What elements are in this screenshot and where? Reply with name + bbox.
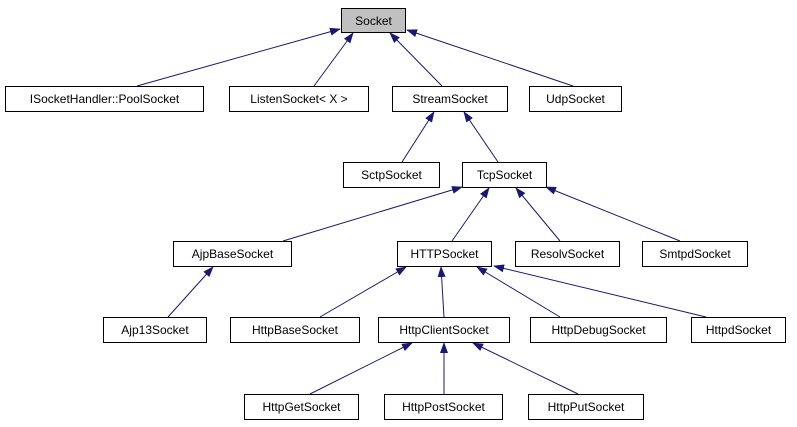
class-node-isockethandler-poolsocket[interactable]: ISocketHandler::PoolSocket [5, 86, 204, 112]
class-node-label: ISocketHandler::PoolSocket [29, 92, 180, 106]
inheritance-edge-ajp13socket-to-ajpbasesocket [167, 266, 214, 318]
class-node-sctpsocket[interactable]: SctpSocket [343, 162, 440, 188]
class-node-label: UdpSocket [546, 92, 605, 106]
class-node-httpgetsocket[interactable]: HttpGetSocket [244, 394, 359, 420]
inheritance-edge-ajpbasesocket-to-tcpsocket [282, 186, 463, 242]
class-node-udpsocket[interactable]: UdpSocket [529, 86, 622, 112]
inheritance-edge-udpsocket-to-socket [406, 29, 574, 87]
class-node-streamsocket[interactable]: StreamSocket [392, 86, 508, 112]
class-node-httppostsocket[interactable]: HttpPostSocket [384, 394, 503, 420]
class-node-label: TcpSocket [476, 168, 533, 182]
class-node-label: HttpdSocket [705, 323, 772, 337]
inheritance-edge-isockethandler-poolsocket-to-socket [136, 27, 341, 87]
class-node-httpdsocket[interactable]: HttpdSocket [691, 317, 786, 343]
inheritance-edge-httpdebugsocket-to-httpsocket [476, 266, 561, 318]
class-node-label: SctpSocket [361, 168, 422, 182]
class-node-httpputsocket[interactable]: HttpPutSocket [528, 394, 644, 420]
class-node-httpclientsocket[interactable]: HttpClientSocket [378, 317, 510, 343]
class-node-socket: Socket [341, 8, 406, 33]
class-node-label: HttpDebugSocket [551, 323, 646, 337]
class-node-label: Ajp13Socket [121, 323, 189, 337]
class-node-httpbasesocket[interactable]: HttpBaseSocket [230, 317, 360, 343]
class-node-label: HttpPostSocket [402, 400, 485, 414]
class-node-smtpdsocket[interactable]: SmtpdSocket [642, 241, 748, 267]
inheritance-edge-httpsocket-to-tcpsocket [451, 187, 490, 242]
class-node-label: ListenSocket< X > [250, 92, 348, 106]
class-node-ajpbasesocket[interactable]: AjpBaseSocket [173, 241, 292, 267]
class-node-label: HttpBaseSocket [251, 323, 339, 337]
inheritance-edge-httpgetsocket-to-httpclientsocket [309, 342, 413, 395]
inheritance-edge-resolvsocket-to-tcpsocket [515, 187, 561, 242]
class-node-label: StreamSocket [412, 92, 488, 106]
class-node-label: HTTPSocket [410, 247, 479, 261]
class-node-label: ResolvSocket [530, 247, 605, 261]
inheritance-edge-tcpsocket-to-streamsocket [463, 111, 499, 163]
inheritance-edge-httpputsocket-to-httpclientsocket [472, 342, 579, 395]
inheritance-edge-httpdsocket-to-httpsocket [493, 264, 707, 318]
inheritance-edge-smtpdsocket-to-tcpsocket [545, 186, 681, 242]
inheritance-edge-sctpsocket-to-streamsocket [401, 111, 435, 163]
class-node-listensocket-x[interactable]: ListenSocket< X > [229, 86, 369, 112]
inheritance-edge-httpbasesocket-to-httpsocket [319, 266, 407, 318]
class-node-label: SmtpdSocket [659, 247, 731, 261]
class-node-httpsocket[interactable]: HTTPSocket [397, 241, 492, 267]
class-node-tcpsocket[interactable]: TcpSocket [462, 162, 547, 188]
class-node-label: HttpPutSocket [547, 400, 625, 414]
class-node-label: AjpBaseSocket [191, 247, 274, 261]
class-node-label: HttpClientSocket [399, 323, 489, 337]
inheritance-edge-streamsocket-to-socket [389, 32, 443, 87]
class-node-ajp13socket[interactable]: Ajp13Socket [103, 317, 207, 343]
inheritance-edge-listensocket-x-to-socket [313, 32, 354, 87]
class-node-httpdebugsocket[interactable]: HttpDebugSocket [530, 317, 667, 343]
inheritance-edge-httpclientsocket-to-httpsocket [437, 266, 446, 318]
class-node-label: HttpGetSocket [262, 400, 341, 414]
class-node-resolvsocket[interactable]: ResolvSocket [515, 241, 620, 267]
class-node-label: Socket [355, 13, 392, 28]
